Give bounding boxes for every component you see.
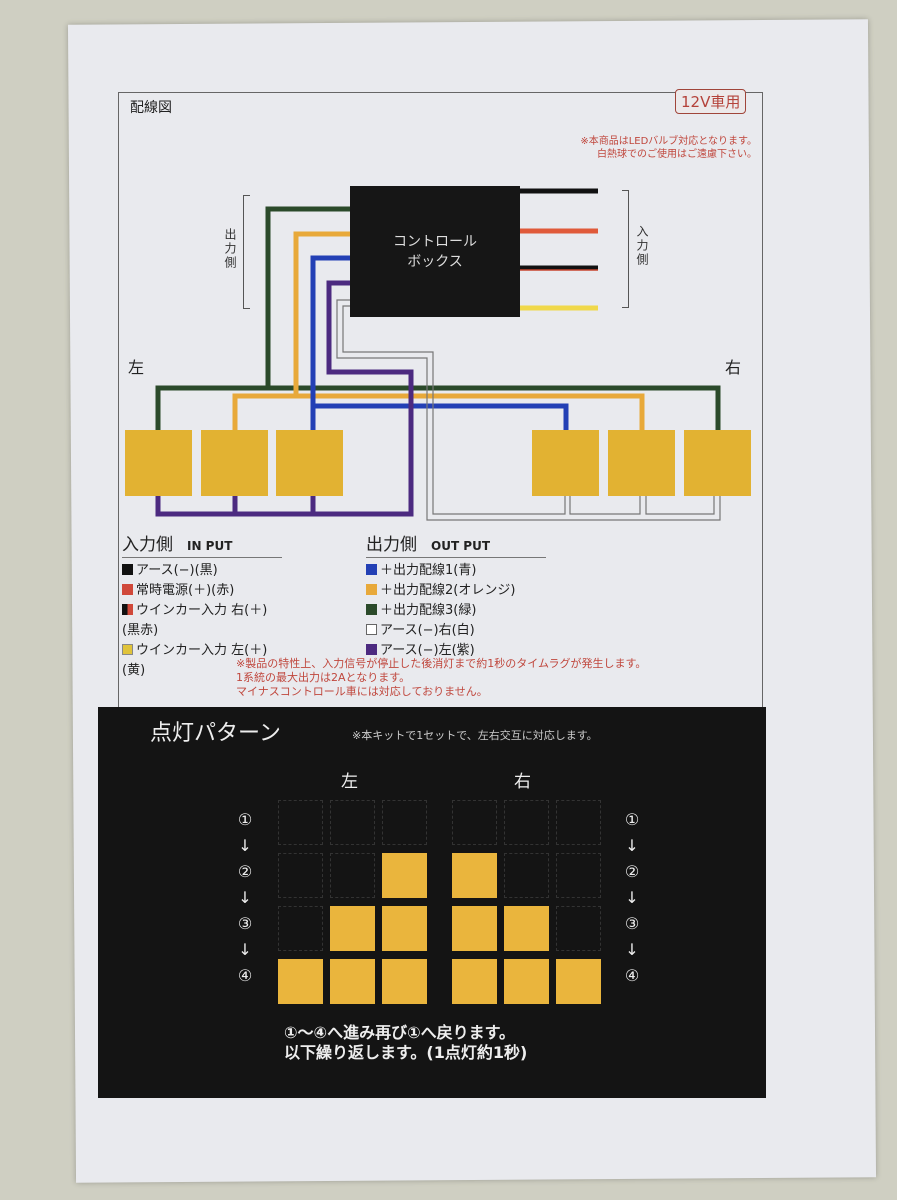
left-pattern-cell (382, 853, 427, 898)
input-side-label: 入力側 (635, 225, 649, 267)
left-pattern-cell (382, 800, 427, 845)
voltage-badge: 12V車用 (675, 89, 747, 114)
pattern-footer: ①〜④へ進み再び①へ戻ります。 以下繰り返します。(1点灯約1秒) (284, 1023, 528, 1062)
wiring-diagram-title: 配線図 (130, 100, 172, 116)
left-lamp-2 (201, 430, 268, 496)
control-box: コントロール ボックス (350, 186, 520, 317)
left-step-indicators: ①↓②↓③↓④ (237, 810, 253, 985)
left-pattern-cell (382, 959, 427, 1004)
legend-item: アース(−)右(白) (366, 621, 546, 641)
swatch-icon (366, 624, 377, 635)
left-pattern-cell (330, 959, 375, 1004)
pattern-title: 点灯パターン (150, 721, 281, 746)
pattern-left-label: 左 (341, 772, 358, 792)
legend-item: アース(−)左(紫) (366, 641, 546, 661)
right-step-indicators: ①↓②↓③↓④ (624, 810, 640, 985)
swatch-icon (122, 584, 133, 595)
legend-item: ＋出力配線2(オレンジ) (366, 581, 546, 601)
right-pattern-cell (452, 800, 497, 845)
led-warning: ※本商品はLEDバルブ対応となります。 白熱球でのご使用はご遠慮下さい。 (580, 136, 757, 160)
left-pattern-cell (278, 959, 323, 1004)
right-pattern-cell (504, 853, 549, 898)
right-pattern-cell (556, 906, 601, 951)
swatch-icon (366, 604, 377, 615)
right-lamp-2 (608, 430, 675, 496)
left-pattern-cell (278, 853, 323, 898)
right-label: 右 (725, 358, 742, 377)
swatch-icon (366, 644, 377, 655)
left-pattern-cell (278, 800, 323, 845)
right-pattern-cell (556, 853, 601, 898)
right-lamp-3 (684, 430, 751, 496)
left-label: 左 (128, 358, 145, 377)
left-lamp-1 (125, 430, 192, 496)
legend-item: ＋出力配線3(緑) (366, 601, 546, 621)
wiring-frame (118, 92, 763, 708)
left-pattern-cell (278, 906, 323, 951)
pattern-right-label: 右 (514, 772, 531, 792)
left-pattern-cell (330, 853, 375, 898)
swatch-icon (122, 644, 133, 655)
left-lamp-3 (276, 430, 343, 496)
swatch-icon (122, 604, 133, 615)
legend-item: ＋出力配線1(青) (366, 561, 546, 581)
output-side-label: 出力側 (223, 228, 237, 270)
right-pattern-cell (556, 800, 601, 845)
swatch-icon (366, 564, 377, 575)
right-lamp-1 (532, 430, 599, 496)
swatch-icon (366, 584, 377, 595)
legend-item: ウインカー入力 左(＋)(黄) (122, 643, 268, 678)
legend-item: ウインカー入力 右(＋)(黒赤) (122, 603, 268, 638)
right-pattern-cell (504, 959, 549, 1004)
lighting-pattern-panel: 点灯パターン ※本キットで1セットで、左右交互に対応します。 左 右 ①↓②↓③… (98, 707, 766, 1098)
left-pattern-cell (330, 906, 375, 951)
right-pattern-cell (556, 959, 601, 1004)
input-bracket (622, 190, 629, 308)
legend-item: アース(−)(黒) (122, 561, 282, 581)
swatch-icon (122, 564, 133, 575)
right-pattern-cell (504, 906, 549, 951)
right-pattern-cell (504, 800, 549, 845)
right-pattern-cell (452, 959, 497, 1004)
product-notes: ※製品の特性上、入力信号が停止した後消灯まで約1秒のタイムラグが発生します。 1… (236, 657, 647, 698)
left-pattern-cell (330, 800, 375, 845)
pattern-note: ※本キットで1セットで、左右交互に対応します。 (352, 729, 598, 742)
legend-item: 常時電源(＋)(赤) (122, 581, 282, 601)
left-pattern-cell (382, 906, 427, 951)
output-bracket (243, 195, 250, 309)
right-pattern-cell (452, 906, 497, 951)
right-pattern-cell (452, 853, 497, 898)
